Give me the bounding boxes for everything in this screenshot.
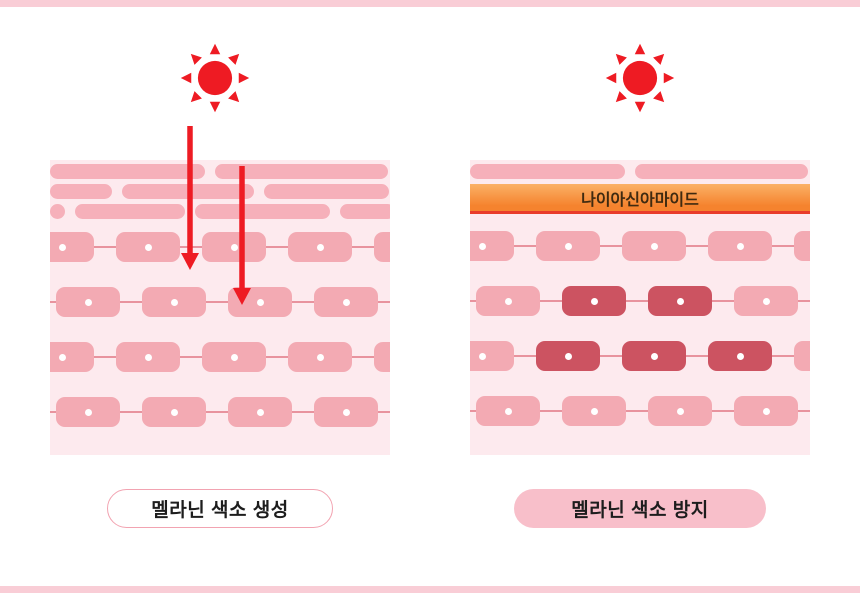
sun-core — [622, 60, 658, 96]
skin-cell-light — [794, 231, 810, 261]
skin-cell-light — [142, 287, 206, 317]
cell-connector-line — [50, 411, 390, 413]
cell-connector-line — [470, 300, 810, 302]
skin-cell-rows — [470, 231, 810, 426]
skin-cell-light — [794, 341, 810, 371]
skin-cell-light — [708, 231, 772, 261]
skin-cell-light — [470, 341, 514, 371]
skin-cell-light — [734, 396, 798, 426]
skin-cell-light — [314, 397, 378, 427]
cell-strip — [470, 231, 810, 261]
skin-surface-bricks — [470, 164, 810, 179]
skin-cell-dark — [622, 341, 686, 371]
cell-row — [470, 231, 810, 261]
bottom-border-strip — [0, 586, 860, 593]
skin-diagram-after: 나이아신아마이드 — [470, 160, 810, 455]
niacinamide-layer: 나이아신아마이드 — [470, 184, 810, 211]
skin-cell-light — [228, 397, 292, 427]
cell-row — [50, 287, 390, 317]
skin-brick — [75, 204, 185, 219]
uv-arrow — [181, 126, 199, 270]
skin-brick — [264, 184, 389, 199]
skin-cell-light — [470, 231, 514, 261]
skin-brick — [470, 164, 625, 179]
skin-diagram-before — [50, 160, 390, 455]
cell-connector-line — [50, 301, 390, 303]
skin-brick — [50, 204, 65, 219]
skin-cell-light — [202, 232, 266, 262]
sun-icon — [180, 43, 250, 113]
uv-rays-arrows — [181, 126, 251, 305]
skin-brick — [635, 164, 808, 179]
sun-core — [197, 60, 233, 96]
skin-cell-light — [734, 286, 798, 316]
cell-strip — [50, 232, 390, 262]
skin-cell-light — [288, 232, 352, 262]
skin-cell-light — [648, 396, 712, 426]
caption-text: 멜라닌 색소 생성 — [151, 500, 289, 521]
skin-cell-dark — [648, 286, 712, 316]
skin-brick — [215, 164, 388, 179]
cell-strip — [56, 397, 390, 427]
cell-row — [470, 396, 810, 426]
skin-brick — [50, 164, 205, 179]
skin-cell-light — [56, 397, 120, 427]
brick-row — [50, 204, 390, 219]
skin-cell-light — [56, 287, 120, 317]
skin-surface-bricks — [50, 164, 390, 219]
skin-cell-light — [116, 232, 180, 262]
skin-cell-light — [142, 397, 206, 427]
skin-cell-light — [622, 231, 686, 261]
cell-row — [50, 232, 390, 262]
skin-cell-light — [536, 231, 600, 261]
cell-row — [50, 397, 390, 427]
cell-strip — [476, 286, 810, 316]
protection-line — [470, 211, 810, 214]
skin-cell-dark — [562, 286, 626, 316]
skin-cell-light — [314, 287, 378, 317]
skin-cell-dark — [536, 341, 600, 371]
skin-cell-light — [374, 232, 390, 262]
brick-row — [50, 164, 390, 179]
sun-icon — [605, 43, 675, 113]
skin-brick — [50, 184, 112, 199]
skin-cell-light — [562, 396, 626, 426]
cell-row — [470, 341, 810, 371]
caption-melanin-formation: 멜라닌 색소 생성 — [107, 489, 333, 528]
skin-cell-light — [374, 342, 390, 372]
skin-cell-light — [476, 286, 540, 316]
skin-cell-light — [50, 342, 94, 372]
skin-brick — [195, 204, 330, 219]
cell-connector-line — [470, 410, 810, 412]
brick-row — [470, 164, 810, 179]
uv-arrow — [233, 166, 251, 305]
top-border-strip — [0, 0, 860, 7]
niacinamide-label: 나이아신아마이드 — [581, 191, 699, 209]
skin-brick — [340, 204, 390, 219]
caption-text: 멜라닌 색소 방지 — [571, 500, 709, 521]
skin-cell-rows — [50, 232, 390, 427]
skin-cell-light — [50, 232, 94, 262]
skin-cell-dark — [708, 341, 772, 371]
cell-strip — [56, 287, 390, 317]
skin-cell-light — [288, 342, 352, 372]
caption-melanin-prevention: 멜라닌 색소 방지 — [514, 489, 766, 528]
cell-strip — [476, 396, 810, 426]
cell-row — [470, 286, 810, 316]
skin-cell-light — [476, 396, 540, 426]
skin-cell-light — [116, 342, 180, 372]
cell-strip — [50, 342, 390, 372]
cell-row — [50, 342, 390, 372]
cell-strip — [470, 341, 810, 371]
skin-cell-light — [202, 342, 266, 372]
